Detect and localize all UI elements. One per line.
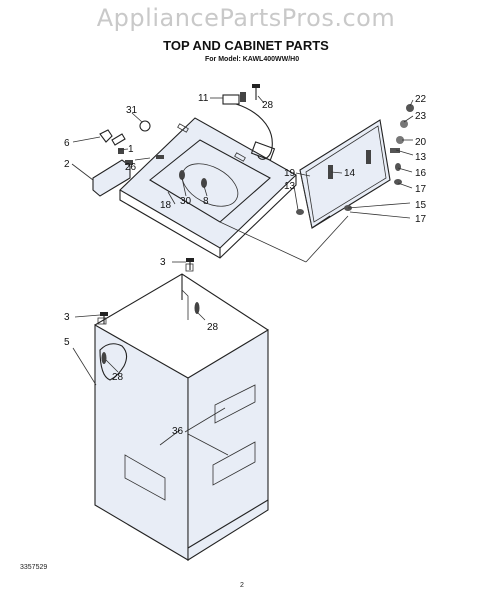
callout-3-left: 3: [64, 312, 70, 323]
callout-18: 18: [160, 200, 172, 211]
page-title: TOP AND CABINET PARTS: [163, 38, 329, 53]
callout-2: 2: [64, 159, 70, 170]
callout-6: 6: [64, 138, 70, 149]
wire-harness: [222, 84, 276, 161]
callout-23: 23: [415, 111, 427, 122]
callout-13-left: 13: [284, 181, 296, 192]
callout-30: 30: [180, 196, 192, 207]
switch-parts: [99, 120, 151, 154]
cabinet-side-panel: [187, 329, 269, 561]
callout-28-mid: 28: [207, 322, 219, 333]
cabinet-front-panel: [94, 324, 189, 561]
callout-20: 20: [415, 137, 427, 148]
callout-16: 16: [415, 168, 427, 179]
callout-19: 19: [284, 168, 296, 179]
callout-8: 8: [203, 196, 209, 207]
callout-28-low: 28: [112, 372, 124, 383]
doc-number: 3357529: [20, 564, 48, 571]
watermark: AppliancePartsPros.com: [96, 4, 396, 32]
callout-28-top: 28: [262, 100, 274, 111]
callout-11: 11: [198, 93, 209, 104]
callout-15: 15: [415, 200, 427, 211]
top-panel: [119, 117, 297, 249]
callout-numbers: 11 28 31 6 1 2 26 30 8 18 22 23 20 13 16…: [64, 93, 427, 437]
model-subtitle: For Model: KAWL400WW/H0: [205, 56, 300, 63]
callout-5: 5: [64, 337, 70, 348]
callout-3-top: 3: [160, 257, 166, 268]
callout-1: 1: [128, 144, 134, 155]
callout-26: 26: [125, 162, 137, 173]
cabinet: [94, 263, 269, 561]
leader-lines: [71, 95, 414, 456]
callout-14: 14: [344, 168, 356, 179]
callout-17-upper: 17: [415, 184, 427, 195]
page-number: 2: [240, 582, 244, 589]
callout-17-lower: 17: [415, 214, 427, 225]
callout-13-right: 13: [415, 152, 427, 163]
callout-31: 31: [126, 105, 138, 116]
cabinet-screws: [100, 258, 200, 364]
callout-36: 36: [172, 426, 184, 437]
callout-22: 22: [415, 94, 427, 105]
top-assembly: [92, 117, 297, 259]
